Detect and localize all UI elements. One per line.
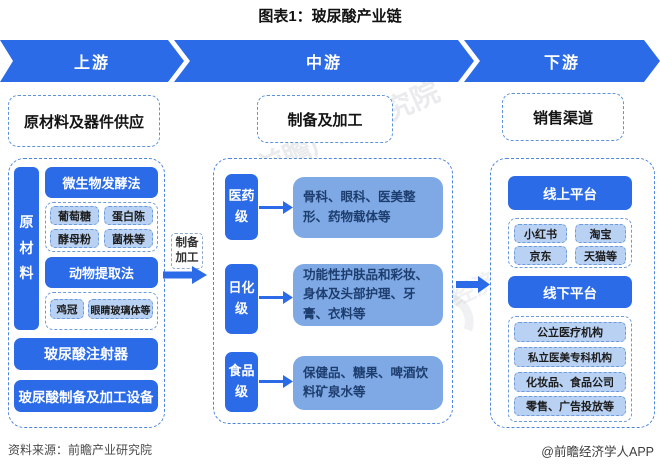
- item-private-medical: 私立医美专科机构: [514, 347, 626, 367]
- item-taobao: 淘宝: [575, 224, 626, 243]
- upstream-header: 原材料及器件供应: [8, 95, 160, 147]
- banner-label-midstream: 中游: [305, 55, 342, 72]
- grade-food-box: 食品级: [225, 352, 258, 412]
- grade-food-text: 食品级: [228, 363, 255, 399]
- animal-extraction-box: 动物提取法: [45, 257, 158, 288]
- arrow-food: [259, 375, 293, 388]
- grade-pharma-text: 医药级: [228, 188, 255, 224]
- page-title: 图表1：玻尿酸产业链: [258, 8, 402, 25]
- arrow-cosmetic: [259, 291, 293, 304]
- arrow-upstream-to-midstream: [163, 266, 207, 284]
- credit-note: @前瞻经济学人APP: [541, 445, 654, 459]
- pharma-applications-box: 骨科、眼科、医美整形、药物载体等: [293, 177, 443, 238]
- cosmetic-applications-box: 功能性护肤品和彩妆、身体及头部护理、牙膏、衣料等: [293, 264, 443, 326]
- item-cockscomb: 鸡冠: [50, 299, 84, 319]
- item-glucose: 葡萄糖: [50, 206, 99, 225]
- item-eye-vitreous: 眼睛玻璃体等: [88, 299, 153, 319]
- grade-cosmetic-text: 日化级: [228, 280, 255, 316]
- injector-box: 玻尿酸注射器: [14, 338, 158, 370]
- chevron-banner: [0, 40, 660, 82]
- prep-processing-label: 制备加工: [171, 233, 203, 269]
- item-jd: 京东: [514, 246, 567, 265]
- raw-material-side-label: 原材料: [14, 167, 39, 330]
- downstream-header: 销售渠道: [502, 93, 624, 141]
- offline-platform-box: 线下平台: [508, 276, 632, 308]
- online-platform-box: 线上平台: [508, 176, 632, 210]
- food-applications-box: 保健品、糖果、啤酒饮料矿泉水等: [293, 356, 443, 410]
- item-xiaohongshu: 小红书: [514, 224, 567, 243]
- item-public-medical: 公立医疗机构: [514, 322, 626, 342]
- item-strains: 菌株等: [104, 229, 153, 248]
- banner-label-upstream: 上游: [73, 55, 110, 72]
- grade-cosmetic-box: 日化级: [225, 264, 258, 334]
- prep-processing-label-text: 制备加工: [175, 237, 199, 264]
- arrow-pharma: [259, 201, 293, 214]
- item-retail-advertising: 零售、广告投放等: [514, 396, 626, 416]
- raw-material-side-label-text: 原材料: [19, 213, 34, 282]
- item-peptone: 蛋白陈: [104, 206, 153, 225]
- arrow-midstream-to-downstream: [456, 276, 490, 293]
- banner-segment-upstream: [0, 40, 184, 82]
- item-tmall: 天猫等: [575, 246, 626, 265]
- banner-label-downstream: 下游: [543, 55, 580, 72]
- fermentation-method-box: 微生物发酵法: [45, 167, 158, 198]
- grade-pharma-box: 医药级: [225, 174, 258, 240]
- banner-segment-downstream: [464, 40, 660, 82]
- banner-segment-midstream: [174, 40, 474, 82]
- equipment-box: 玻尿酸制备及加工设备: [14, 380, 158, 412]
- item-cosmetics-food-company: 化妆品、食品公司: [514, 372, 626, 392]
- midstream-header: 制备及加工: [257, 95, 393, 143]
- item-yeast-powder: 酵母粉: [50, 229, 99, 248]
- source-note: 资料来源：前瞻产业研究院: [8, 443, 153, 457]
